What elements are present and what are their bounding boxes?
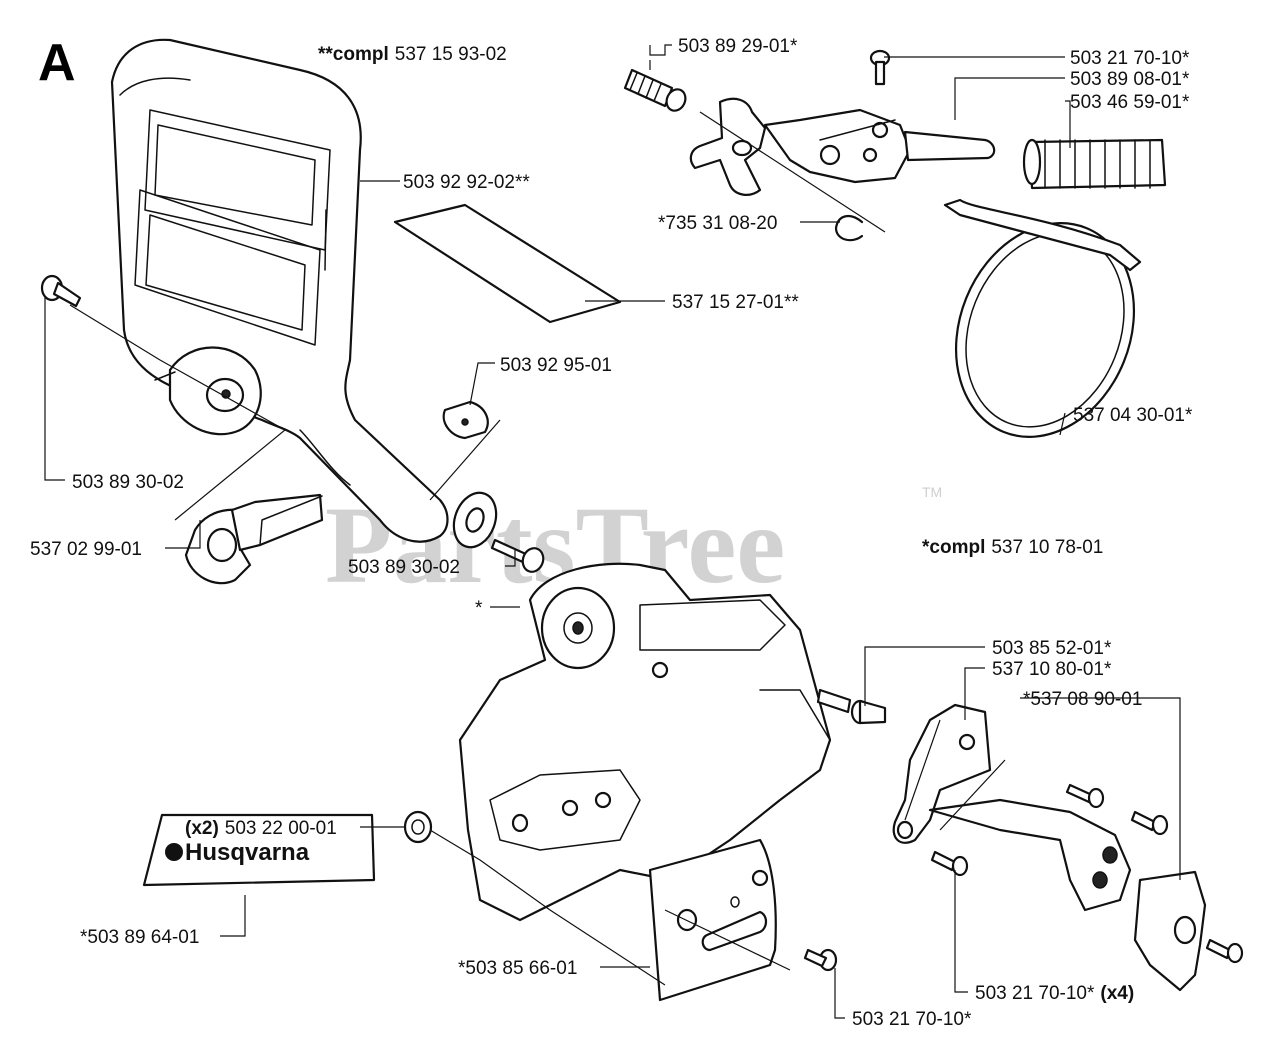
label-circlip: *735 31 08-20 xyxy=(658,213,777,234)
leader-lines xyxy=(44,44,1181,1019)
logo-text: Husqvarna xyxy=(185,839,310,866)
label-spring-washer: 503 92 95-01 xyxy=(500,355,612,376)
brake-rod xyxy=(903,130,996,162)
label-pin: 503 85 52-01* xyxy=(992,638,1112,659)
screw-right-4 xyxy=(1205,938,1244,964)
label-screw-top: 503 21 70-10* xyxy=(1070,48,1190,69)
bottom-screw xyxy=(803,948,838,972)
label-clutch-bolt: 503 89 30-02 xyxy=(348,557,460,578)
label-cam: 537 02 99-01 xyxy=(30,539,142,560)
chain-brake-guard[interactable] xyxy=(110,38,449,543)
brake-band xyxy=(943,198,1142,438)
label-spring: 503 46 59-01* xyxy=(1070,92,1190,113)
label-brake-band: 537 04 30-01* xyxy=(1073,405,1193,426)
pivot-bolt xyxy=(40,274,82,308)
label-screw-x4: 503 21 70-10*(x4) xyxy=(975,983,1134,1004)
label-screw-bottom: 503 21 70-10* xyxy=(852,1009,972,1030)
cam-part xyxy=(184,493,324,585)
logo-decal: Husqvarna xyxy=(142,813,376,887)
chain-catcher xyxy=(1133,870,1207,992)
nut xyxy=(403,810,433,844)
pin xyxy=(850,699,887,725)
top-screw xyxy=(869,49,891,86)
label-adjuster: 503 89 29-01* xyxy=(678,36,798,57)
bracket xyxy=(892,703,992,844)
brake-spring xyxy=(1022,138,1167,190)
screw-right-1 xyxy=(1065,783,1105,809)
guard-pivot-ring xyxy=(452,491,498,549)
label-logo-decal: *503 89 64-01 xyxy=(80,927,199,948)
label-link: 503 89 08-01* xyxy=(1070,69,1190,90)
label-pivot-bolt: 503 89 30-02 xyxy=(72,472,184,493)
circlip xyxy=(834,214,864,242)
plate xyxy=(648,838,777,1002)
spring-washer xyxy=(442,400,489,440)
label-plate: *503 85 66-01 xyxy=(458,958,577,979)
brake-star-lever xyxy=(689,97,767,196)
clutch-bolt xyxy=(490,538,545,573)
section-letter: A xyxy=(38,34,76,92)
screw-right-3 xyxy=(930,850,969,877)
label-nut: (x2)503 22 00-01 xyxy=(185,818,337,839)
adjuster-screw xyxy=(623,68,687,112)
label-catcher: *537 08 90-01 xyxy=(1023,689,1142,710)
clutch-cover[interactable] xyxy=(458,562,852,922)
decal-strip xyxy=(393,203,622,324)
label-guard: 503 92 92-02** xyxy=(403,172,530,193)
label-cover-star: * xyxy=(475,598,483,619)
brake-link-arm xyxy=(763,108,912,184)
label-decal-strip: 537 15 27-01** xyxy=(672,292,799,313)
label-bracket: 537 10 80-01* xyxy=(992,659,1112,680)
screw-right-2 xyxy=(1130,810,1169,836)
chain-catcher-cover xyxy=(928,798,1132,912)
watermark-trademark: TM xyxy=(922,484,942,500)
